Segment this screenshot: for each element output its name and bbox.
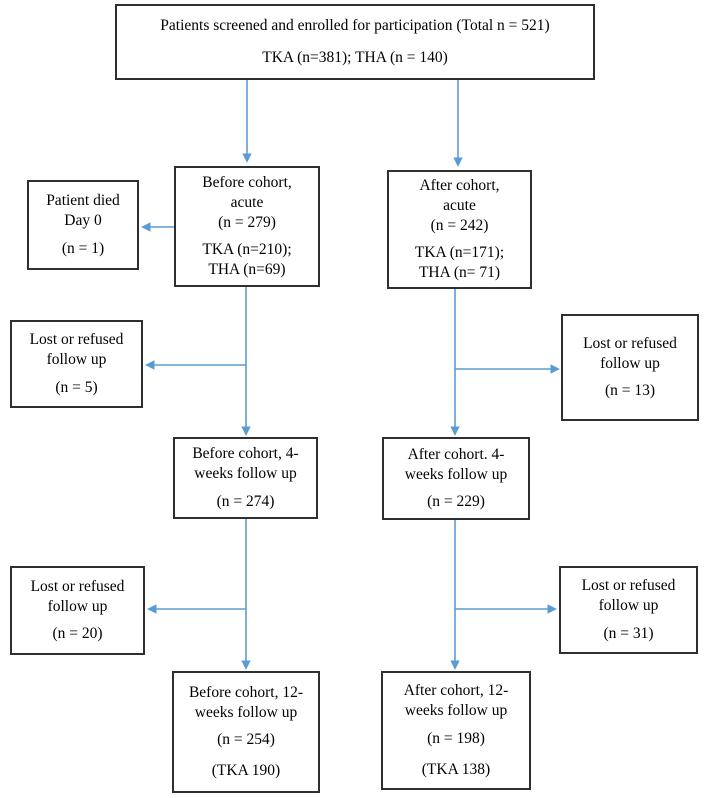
box-line: Patient died: [46, 192, 120, 210]
box-line: acute: [230, 193, 264, 211]
box-before-cohort-4wk: Before cohort, 4- weeks follow up (n = 2…: [173, 437, 318, 519]
box-line: (n = 20): [52, 625, 103, 643]
box-lost-after-4wk: Lost or refused follow up (n = 31): [559, 566, 698, 654]
box-line: (n = 274): [216, 492, 275, 510]
box-line: weeks follow up: [404, 702, 508, 720]
box-after-cohort-12wk: After cohort, 12- weeks follow up (n = 1…: [381, 671, 531, 790]
box-line: Before cohort, 12-: [188, 683, 304, 701]
box-line: THA (n= 71): [418, 264, 501, 282]
box-line: Patients screened and enrolled for parti…: [160, 17, 550, 35]
box-line: follow up: [598, 597, 659, 615]
box-line: (n = 31): [603, 624, 654, 642]
box-after-cohort-acute: After cohort, acute (n = 242) TKA (n=171…: [387, 170, 532, 289]
box-line: (n = 279): [218, 213, 276, 231]
box-line: (n = 254): [217, 731, 275, 748]
box-screened-enrolled: Patients screened and enrolled for parti…: [115, 4, 595, 80]
box-line: (n = 229): [427, 493, 485, 511]
box-line: (TKA 138): [421, 760, 491, 778]
box-line: TKA (n=210);: [202, 241, 292, 259]
box-before-cohort-acute: Before cohort, acute (n = 279) TKA (n=21…: [174, 166, 320, 287]
box-line: follow up: [600, 354, 660, 372]
box-line: Lost or refused: [29, 331, 124, 349]
box-line: Lost or refused: [30, 577, 125, 595]
box-patient-died: Patient died Day 0 (n = 1): [27, 180, 139, 270]
box-line: weeks follow up: [194, 703, 298, 721]
box-line: After cohort. 4-: [407, 445, 505, 463]
box-line: TKA (n=381); THA (n = 140): [262, 48, 448, 66]
box-line: (n = 13): [604, 382, 656, 400]
box-lost-before-acute: Lost or refused follow up (n = 5): [10, 320, 143, 408]
box-line: (n = 1): [61, 239, 105, 257]
box-line: (n = 5): [55, 378, 98, 396]
box-line: weeks follow up: [404, 465, 508, 483]
box-lost-after-acute: Lost or refused follow up (n = 13): [561, 314, 699, 421]
box-line: (n = 198): [427, 729, 485, 747]
box-line: After cohort, 12-: [403, 682, 509, 700]
box-line: THA (n=69): [208, 261, 286, 279]
box-line: acute: [443, 196, 476, 214]
box-line: Before cohort,: [202, 173, 292, 191]
box-line: After cohort,: [419, 176, 500, 194]
box-lost-before-4wk: Lost or refused follow up (n = 20): [10, 566, 145, 655]
box-after-cohort-4wk: After cohort. 4- weeks follow up (n = 22…: [382, 437, 530, 520]
box-before-cohort-12wk: Before cohort, 12- weeks follow up (n = …: [172, 671, 320, 793]
box-line: Lost or refused: [583, 334, 677, 352]
box-line: (TKA 190): [211, 762, 281, 780]
box-line: weeks follow up: [194, 465, 297, 483]
box-line: Day 0: [64, 212, 102, 230]
box-line: Lost or refused: [581, 577, 676, 595]
box-line: follow up: [46, 351, 107, 369]
box-line: follow up: [47, 597, 108, 615]
box-line: (n = 242): [430, 216, 489, 234]
box-line: Before cohort, 4-: [192, 445, 299, 463]
box-line: TKA (n=171);: [414, 244, 505, 262]
